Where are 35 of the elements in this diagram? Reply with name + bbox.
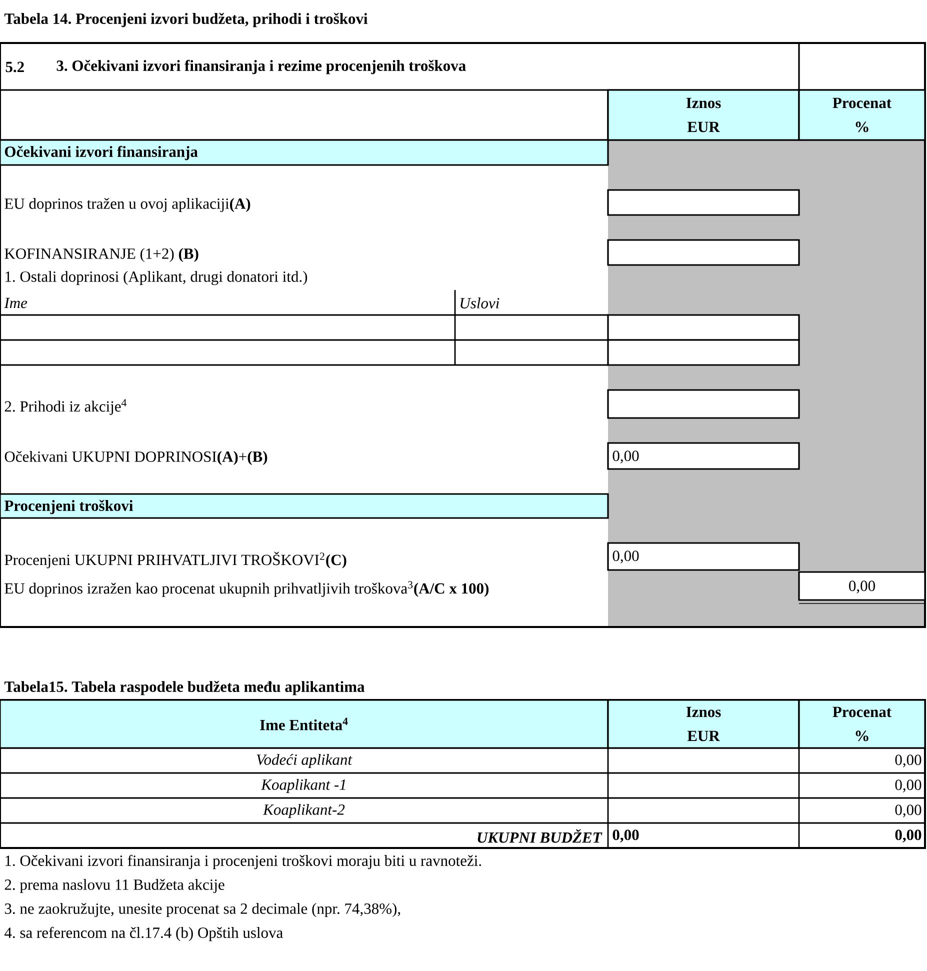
column-label: Ime — [4, 298, 28, 308]
footnote: 1. Očekivani izvori finansiranja i procenjeni troškovi moraju biti u ravnoteži. — [6, 854, 482, 870]
value-field: 0,00 — [798, 571, 926, 604]
row-label: EU doprinos tražen u ovoj aplikaciji(A) — [4, 198, 250, 212]
total-value: 0,00 — [895, 830, 922, 842]
row-label: Očekivani UKUPNI DOPRINOSI(A)+(B) — [4, 450, 268, 466]
column-header: Procenat % — [798, 89, 926, 141]
total-label: UKUPNI BUDŽET — [478, 829, 602, 843]
column-header: Iznos EUR — [607, 699, 800, 749]
section-band: Očekivani izvori finansiranja — [0, 139, 609, 166]
footnote: 3. ne zaokružujte, unesite procenat sa 2 decimale (npr. 74,38%), — [4, 902, 400, 918]
total-value: 0,00 — [612, 830, 639, 842]
row-label: Koaplikant -1 — [260, 778, 346, 794]
section-band: Procenjeni troškovi — [0, 493, 609, 519]
row-label: Koaplikant-2 — [262, 804, 345, 818]
value-text: 0,00 — [895, 780, 922, 792]
value-text: 0,00 — [895, 754, 922, 768]
row-label: 2. Prihodi iz akcije$^{4}$ — [4, 399, 127, 415]
row-label: Procenjeni UKUPNI PRIHVATLJIVI TROŠKOVI$^{2}$(C) — [4, 552, 346, 568]
section-number: 5.2 — [6, 62, 24, 72]
row-label: 1. Ostali doprinosi (Aplikant, drugi donatori itd.) — [6, 270, 308, 286]
footnote: 4. sa referencom na čl.17.4 (b) Opštih uslova — [4, 926, 283, 942]
row-label: Vodeći aplikant — [256, 754, 352, 768]
value-field: 0,00 — [607, 442, 800, 470]
section-heading: 3. Očekivani izvori finansiranja i rezime procenjenih troškova — [56, 60, 466, 74]
row-label: KOFINANSIRANJE (1+2) (B) — [4, 248, 198, 262]
column-header: Procenat % — [798, 699, 926, 749]
value-field: 0,00 — [607, 542, 800, 571]
footnote: 2. prema naslovu 11 Budžeta akcije — [4, 878, 224, 894]
table-title: Tabela15. Tabela raspodele budžeta među aplikantima — [4, 680, 365, 696]
value-text: 0,00 — [895, 804, 922, 818]
row-label: EU doprinos izražen kao procenat ukupnih prihvatljivih troškova$^{3}$(A/C x 100) — [4, 581, 489, 597]
table-title: Tabela 14. Procenjeni izvori budžeta, prihodi i troškovi — [4, 12, 368, 28]
column-label: Uslovi — [460, 298, 500, 308]
column-header: Iznos EUR — [607, 89, 800, 141]
